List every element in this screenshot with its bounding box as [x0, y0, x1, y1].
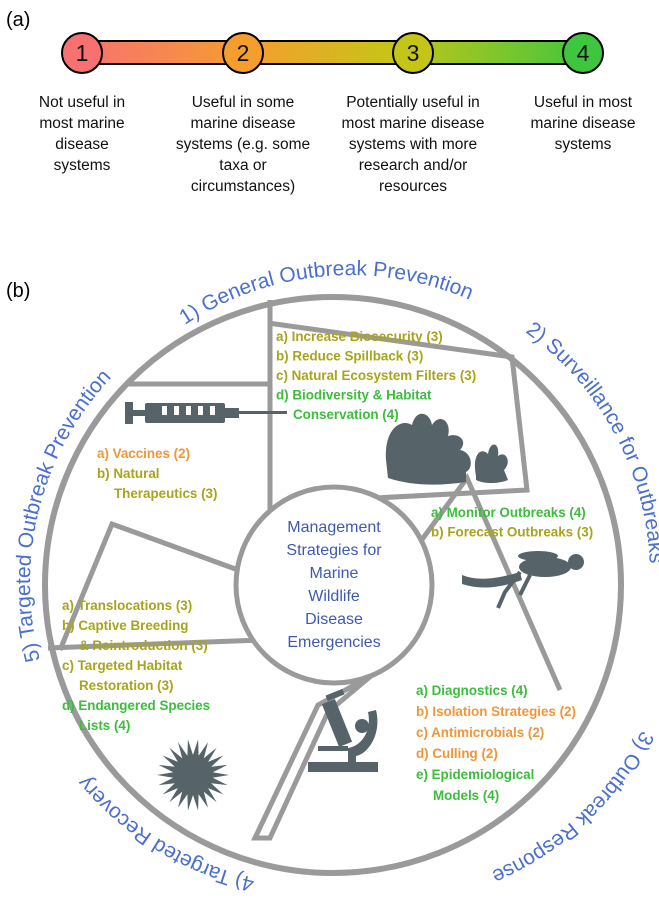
section-title-4: 4) Targeted Recovery	[73, 771, 256, 895]
scale-stop-number: 3	[407, 40, 420, 66]
panel-a-label: (a)	[6, 9, 30, 31]
scale-stop-desc-line: marine disease	[190, 115, 295, 132]
center-title-line: Emergencies	[287, 634, 380, 651]
scale-stop-number: 2	[237, 40, 250, 66]
center-title-line: Strategies for	[286, 542, 382, 559]
scale-stop-desc-line: marine disease	[530, 115, 635, 132]
scale-stop-number: 1	[76, 40, 89, 66]
center-title-line: Management	[287, 519, 381, 536]
sea-star-icon	[157, 739, 229, 811]
scale-stop-circle	[392, 32, 434, 74]
scale-stop-desc-line: resources	[379, 178, 447, 195]
section-dividers	[47, 300, 563, 841]
sea-star-shape	[157, 739, 229, 811]
center-title-line: Marine	[310, 565, 359, 582]
strategy-item: a) Vaccines (2)	[97, 446, 190, 461]
scale-stop-desc-line: most marine disease	[341, 115, 484, 132]
strategy-item: b) Captive Breeding	[62, 618, 189, 633]
strategy-item: Models (4)	[433, 788, 499, 803]
strategy-item: c) Natural Ecosystem Filters (3)	[276, 368, 476, 383]
scale-stop-desc-line: Potentially useful in	[346, 94, 480, 111]
scale-stop-circle	[61, 32, 103, 74]
scale-stop-desc-line: most marine	[39, 115, 124, 132]
strategy-item: Restoration (3)	[79, 678, 174, 693]
strategy-item: a) Monitor Outbreaks (4)	[431, 505, 586, 520]
outer-ring	[42, 294, 624, 876]
scale-stop-circle	[562, 32, 604, 74]
scale-stop-desc-line: systems	[54, 157, 111, 174]
strategy-item: b) Natural	[97, 466, 160, 481]
microscope-icon	[308, 688, 378, 772]
strategy-item: a) Increase Biosecurity (3)	[276, 329, 443, 344]
scale-stop-desc-line: systems with more	[349, 136, 477, 153]
section-3-items: a) Diagnostics (4) b) Isolation Strategie…	[416, 683, 576, 803]
strategy-item: b) Forecast Outbreaks (3)	[431, 525, 593, 540]
strategy-item: Therapeutics (3)	[114, 486, 217, 501]
panel-b-label: (b)	[6, 280, 30, 302]
center-title-line: Disease	[305, 611, 363, 628]
section-1-items: a) Increase Biosecurity (3) b) Reduce Spi…	[276, 329, 476, 422]
syringe-icon	[125, 402, 287, 424]
coral-icon	[385, 413, 508, 485]
center-circle	[233, 484, 435, 686]
section-4-items: a) Translocations (3) b) Captive Breeding…	[62, 598, 210, 733]
strategy-item: & Reintroduction (3)	[79, 638, 208, 653]
scale-stop-circle	[222, 32, 264, 74]
divider-5a	[47, 637, 263, 651]
strategy-item: c) Targeted Habitat	[62, 658, 183, 673]
scale-stop-desc-line: circumstances)	[191, 178, 295, 195]
scale-stop-desc-line: Not useful in	[39, 94, 125, 111]
center-title-line: Wildlife	[308, 588, 360, 605]
scale-stop-desc-line: Useful in most	[534, 94, 633, 111]
scale-stop-desc-line: taxa or	[219, 157, 266, 174]
divider-5b	[57, 520, 261, 651]
strategy-item: d) Endangered Species	[62, 698, 210, 713]
strategy-item: d) Biodiversity & Habitat	[276, 388, 432, 403]
strategy-item: a) Diagnostics (4)	[416, 683, 528, 698]
scale-bar	[79, 40, 591, 65]
strategy-item: b) Reduce Spillback (3)	[276, 349, 423, 364]
strategy-item: b) Isolation Strategies (2)	[416, 704, 576, 719]
section-title-4-text: 4) Targeted Recovery	[73, 771, 256, 895]
strategy-item: Lists (4)	[79, 718, 130, 733]
scale-stop-desc-line: systems (e.g. some	[176, 136, 310, 153]
scale-stop-desc-line: research and/or	[359, 157, 468, 174]
scale-stop-number: 4	[577, 40, 590, 66]
scale-stop-desc-line: disease	[55, 136, 108, 153]
section-2-items: a) Monitor Outbreaks (4) b) Forecast Outb…	[431, 505, 593, 540]
strategy-item: c) Antimicrobials (2)	[416, 725, 544, 740]
strategy-item: a) Translocations (3)	[62, 598, 192, 613]
strategy-item: d) Culling (2)	[416, 746, 498, 761]
strategy-item: e) Epidemiological	[416, 767, 534, 782]
divider-3	[415, 473, 563, 692]
scale-stop-desc-line: systems	[555, 136, 612, 153]
section-items: a) Increase Biosecurity (3) b) Reduce Spi…	[62, 329, 593, 803]
scale-stop-desc-line: Useful in some	[192, 94, 295, 111]
divider-2	[267, 320, 530, 501]
scuba-diver-icon	[462, 551, 584, 609]
strategy-item: Conservation (4)	[293, 407, 399, 422]
